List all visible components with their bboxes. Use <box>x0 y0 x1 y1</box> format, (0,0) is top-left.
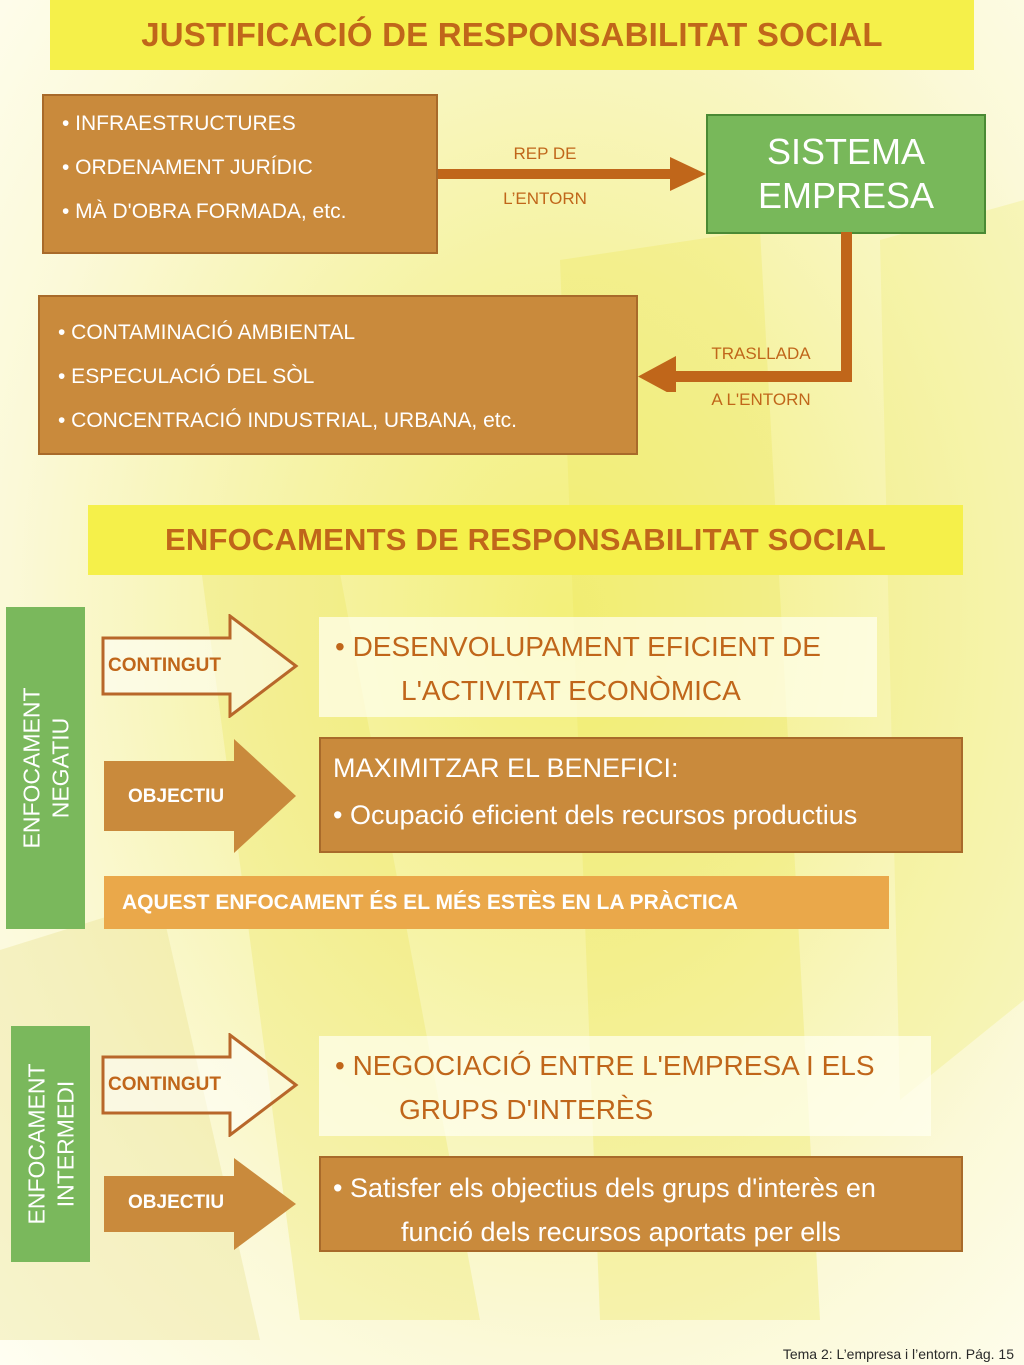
objective-negative-line2: • Ocupació eficient dels recursos produc… <box>333 800 858 830</box>
content-label-negative: CONTINGUT <box>108 655 221 676</box>
section1-title-banner: JUSTIFICACIÓ DE RESPONSABILITAT SOCIAL <box>50 0 974 70</box>
impact-item: • ESPECULACIÓ DEL SÒL <box>58 365 315 388</box>
arrow-transfers-to-environment <box>638 232 852 392</box>
approach-intermediate-label: ENFOCAMENT INTERMEDI <box>11 1026 90 1262</box>
objective-intermediate-line1: • Satisfer els objectius dels grups d'in… <box>333 1173 876 1203</box>
approach-negative-line2: NEGATIU <box>46 717 73 819</box>
content-label-intermediate: CONTINGUT <box>108 1074 221 1095</box>
input-item: • INFRAESTRUCTURES <box>62 112 296 135</box>
arrow-out-label-line1: TRASLLADA <box>711 344 811 363</box>
content-arrow-negative <box>101 614 299 718</box>
section1-title: JUSTIFICACIÓ DE RESPONSABILITAT SOCIAL <box>141 16 883 53</box>
objective-negative-line1: MAXIMITZAR EL BENEFICI: <box>333 753 679 783</box>
system-company-box: SISTEMA EMPRESA <box>706 114 986 234</box>
content-box-negative: • DESENVOLUPAMENT EFICIENT DE L'ACTIVITA… <box>319 617 877 717</box>
approach-negative-line1: ENFOCAMENT <box>17 687 44 849</box>
content-negative-line1: • DESENVOLUPAMENT EFICIENT DE <box>335 631 821 662</box>
approach-negative-label: ENFOCAMENT NEGATIU <box>6 607 85 929</box>
objective-box-intermediate: • Satisfer els objectius dels grups d'in… <box>319 1156 963 1252</box>
objective-label-negative: OBJECTIU <box>128 786 225 807</box>
section2-title: ENFOCAMENTS DE RESPONSABILITAT SOCIAL <box>165 522 886 557</box>
page-footer: Tema 2: L’empresa i l’entorn. Pág. 15 <box>782 1346 1014 1362</box>
objective-intermediate-line2: funció dels recursos aportats per ells <box>401 1217 841 1247</box>
negative-approach-note: AQUEST ENFOCAMENT ÉS EL MÉS ESTÈS EN LA … <box>104 876 889 929</box>
input-item: • ORDENAMENT JURÍDIC <box>62 156 313 179</box>
content-arrow-intermediate <box>101 1033 299 1137</box>
arrow-in-label-line2: L’ENTORN <box>503 189 587 208</box>
input-item: • MÀ D'OBRA FORMADA, etc. <box>62 200 347 223</box>
environment-inputs-box: • INFRAESTRUCTURES • ORDENAMENT JURÍDIC … <box>42 94 438 254</box>
content-negative-line2: L'ACTIVITAT ECONÒMICA <box>401 675 741 706</box>
approach-intermediate-line1: ENFOCAMENT <box>22 1063 49 1225</box>
system-box-line2: EMPRESA <box>757 175 935 216</box>
arrow-receives-from-environment <box>438 157 706 191</box>
objective-arrow-intermediate <box>104 1158 296 1250</box>
arrow-out-label-line2: A L'ENTORN <box>711 390 811 409</box>
content-box-intermediate: • NEGOCIACIÓ ENTRE L'EMPRESA I ELS GRUPS… <box>319 1036 931 1136</box>
system-box-line1: SISTEMA <box>766 131 926 173</box>
objective-label-intermediate: OBJECTIU <box>128 1192 225 1213</box>
objective-arrow-negative <box>104 739 296 853</box>
arrow-in-label-line1: REP DE <box>513 144 577 163</box>
negative-approach-note-text: AQUEST ENFOCAMENT ÉS EL MÉS ESTÈS EN LA … <box>122 890 739 914</box>
section2-title-banner: ENFOCAMENTS DE RESPONSABILITAT SOCIAL <box>88 505 963 575</box>
content-intermediate-line2: GRUPS D'INTERÈS <box>399 1094 654 1125</box>
objective-box-negative: MAXIMITZAR EL BENEFICI: • Ocupació efici… <box>319 737 963 853</box>
approach-intermediate-line2: INTERMEDI <box>51 1080 78 1208</box>
content-intermediate-line1: • NEGOCIACIÓ ENTRE L'EMPRESA I ELS <box>335 1050 875 1081</box>
impact-item: • CONTAMINACIÓ AMBIENTAL <box>58 321 356 344</box>
environment-impacts-box: • CONTAMINACIÓ AMBIENTAL • ESPECULACIÓ D… <box>38 295 638 455</box>
impact-item: • CONCENTRACIÓ INDUSTRIAL, URBANA, etc. <box>58 409 517 432</box>
